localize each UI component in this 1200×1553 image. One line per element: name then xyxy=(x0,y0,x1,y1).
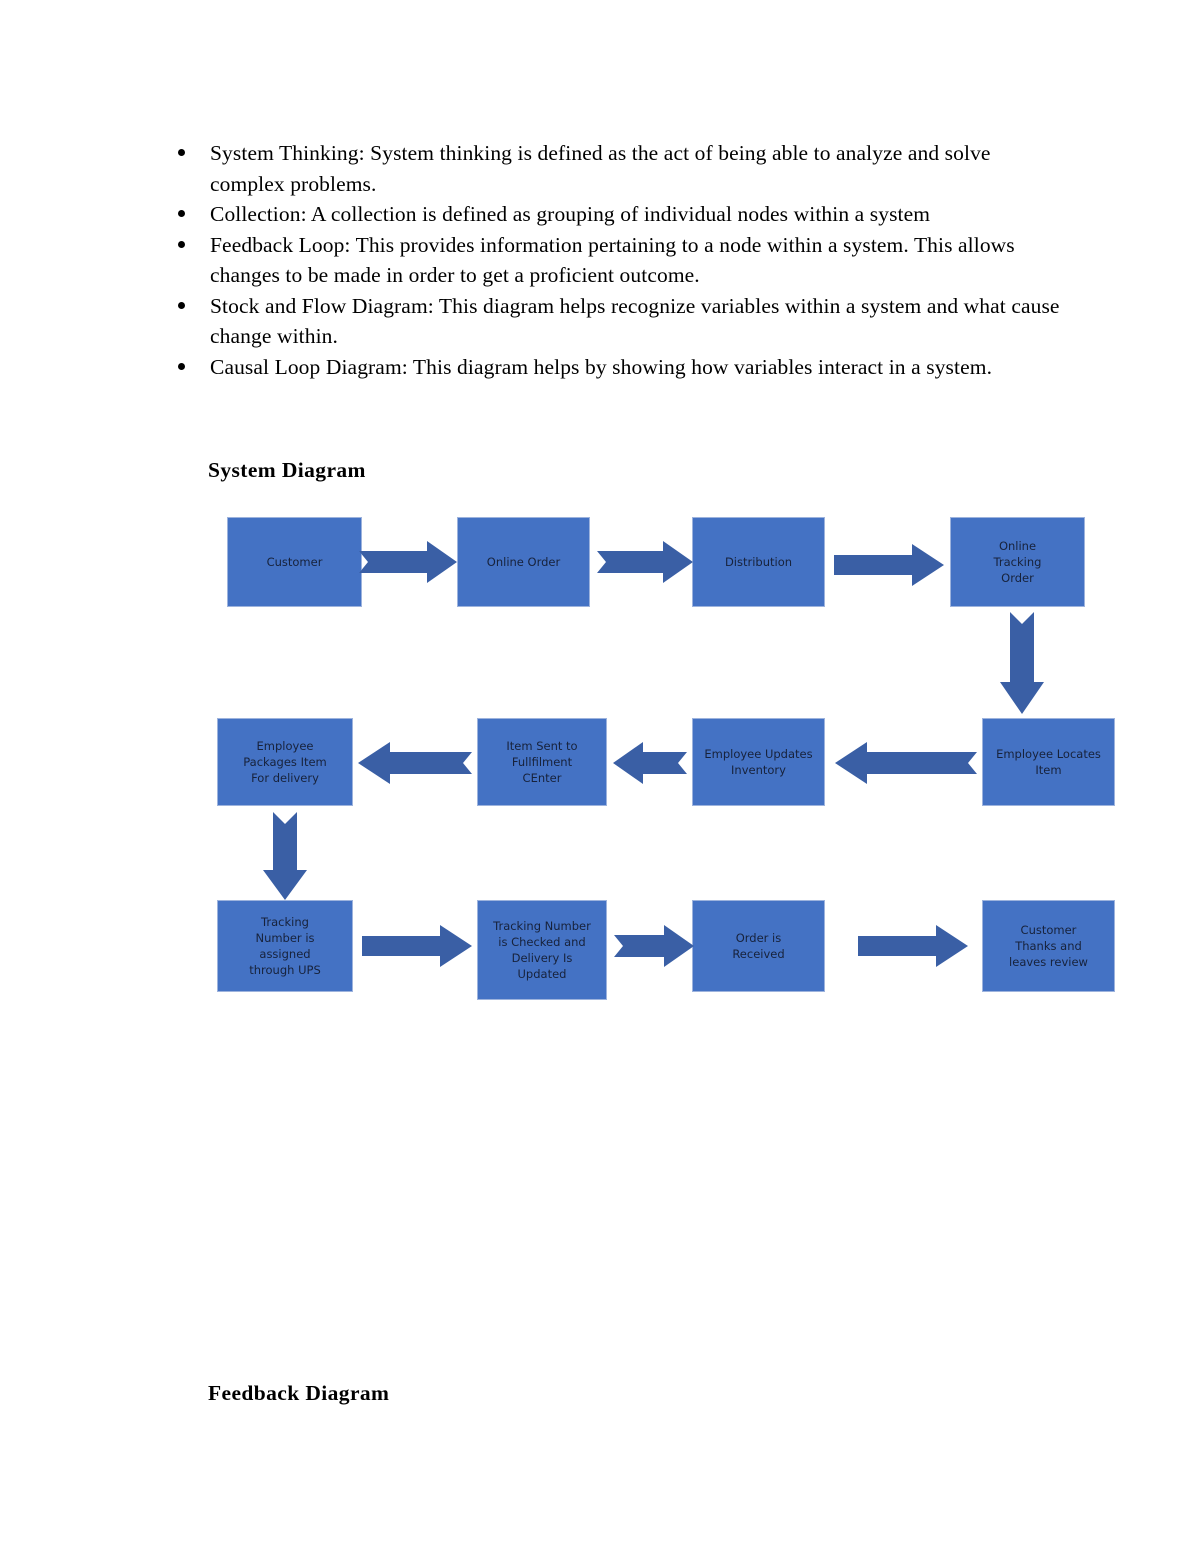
list-item-text: Causal Loop Diagram: This diagram helps … xyxy=(210,354,993,379)
flow-node-label: Employee Packages Item For delivery xyxy=(243,739,327,785)
list-item-text: Feedback Loop: This provides information… xyxy=(210,232,1015,288)
flow-arrow-online-tracking-order-to-employee-locates-item[interactable] xyxy=(1000,612,1044,714)
flow-arrow-employee-updates-inventory-to-item-sent[interactable] xyxy=(613,742,687,784)
flow-arrow-item-sent-to-employee-packages-item[interactable] xyxy=(358,742,472,784)
flow-node-employee-locates-item[interactable]: Employee Locates Item xyxy=(982,718,1115,806)
flow-node-label: Order is Received xyxy=(732,931,785,961)
flow-node-label: Online Order xyxy=(486,555,561,569)
bullet-dot-icon xyxy=(178,210,185,217)
list-item-text: System Thinking: System thinking is defi… xyxy=(210,141,991,196)
flow-node-employee-packages-item[interactable]: Employee Packages Item For delivery xyxy=(217,718,353,806)
flow-node-tracking-number-assigned[interactable]: Tracking Number is assigned through UPS xyxy=(217,900,353,992)
flow-arrow-customer-to-online-order[interactable] xyxy=(359,541,457,583)
flow-node-label: Tracking Number is Checked and Delivery … xyxy=(493,919,591,981)
bullet-dot-icon xyxy=(178,362,185,370)
flow-arrow-online-order-to-distribution[interactable] xyxy=(597,541,693,583)
bullet-dot-icon xyxy=(178,149,185,156)
list-item: Feedback Loop: This provides information… xyxy=(168,230,1068,291)
flow-node-online-order[interactable]: Online Order xyxy=(457,517,590,607)
bullet-dot-icon xyxy=(178,301,185,309)
list-item: System Thinking: System thinking is defi… xyxy=(168,138,1068,199)
flow-node-label: Item Sent to Fullfilment CEnter xyxy=(506,739,578,785)
feedback-diagram-heading: Feedback Diagram xyxy=(208,1381,390,1405)
flow-node-label: Tracking Number is assigned through UPS xyxy=(249,915,321,977)
flow-node-employee-updates-inventory[interactable]: Employee Updates Inventory xyxy=(692,718,825,806)
flow-arrow-employee-locates-item-to-employee-updates-inventory[interactable] xyxy=(835,742,977,784)
flow-node-label: Customer xyxy=(266,555,323,569)
flow-node-label: Employee Updates Inventory xyxy=(704,747,813,777)
list-item: Stock and Flow Diagram: This diagram hel… xyxy=(168,291,1068,352)
flow-node-distribution[interactable]: Distribution xyxy=(692,517,825,607)
system-diagram-heading: System Diagram xyxy=(208,458,366,482)
flow-node-item-sent-to-fulfilment-center[interactable]: Item Sent to Fullfilment CEnter xyxy=(477,718,607,806)
flow-arrow-tracking-number-to-tracking-checked[interactable] xyxy=(362,925,472,967)
flow-node-label: Employee Locates Item xyxy=(996,747,1101,777)
bullet-dot-icon xyxy=(178,240,185,248)
flow-arrow-distribution-to-online-tracking-order[interactable] xyxy=(834,544,944,586)
definitions-bullet-list: System Thinking: System thinking is defi… xyxy=(168,138,1068,382)
list-item: Collection: A collection is defined as g… xyxy=(168,199,1068,230)
flow-arrow-tracking-checked-to-order-received[interactable] xyxy=(614,925,694,967)
flow-arrow-order-received-to-customer-thanks[interactable] xyxy=(858,925,968,967)
flow-node-tracking-number-checked[interactable]: Tracking Number is Checked and Delivery … xyxy=(477,900,607,1000)
flow-node-customer[interactable]: Customer xyxy=(227,517,362,607)
list-item-text: Collection: A collection is defined as g… xyxy=(210,202,931,226)
flow-node-customer-thanks[interactable]: Customer Thanks and leaves review xyxy=(982,900,1115,992)
flow-arrow-employee-packages-item-to-tracking-number[interactable] xyxy=(263,812,307,900)
flow-node-online-tracking-order[interactable]: Online Tracking Order xyxy=(950,517,1085,607)
flow-node-order-received[interactable]: Order is Received xyxy=(692,900,825,992)
flow-node-label: Distribution xyxy=(724,555,793,569)
flow-node-label: Online Tracking Order xyxy=(993,539,1042,585)
list-item-text: Stock and Flow Diagram: This diagram hel… xyxy=(210,293,1060,349)
list-item: Causal Loop Diagram: This diagram helps … xyxy=(168,352,1068,383)
flow-node-label: Customer Thanks and leaves review xyxy=(1009,923,1088,969)
